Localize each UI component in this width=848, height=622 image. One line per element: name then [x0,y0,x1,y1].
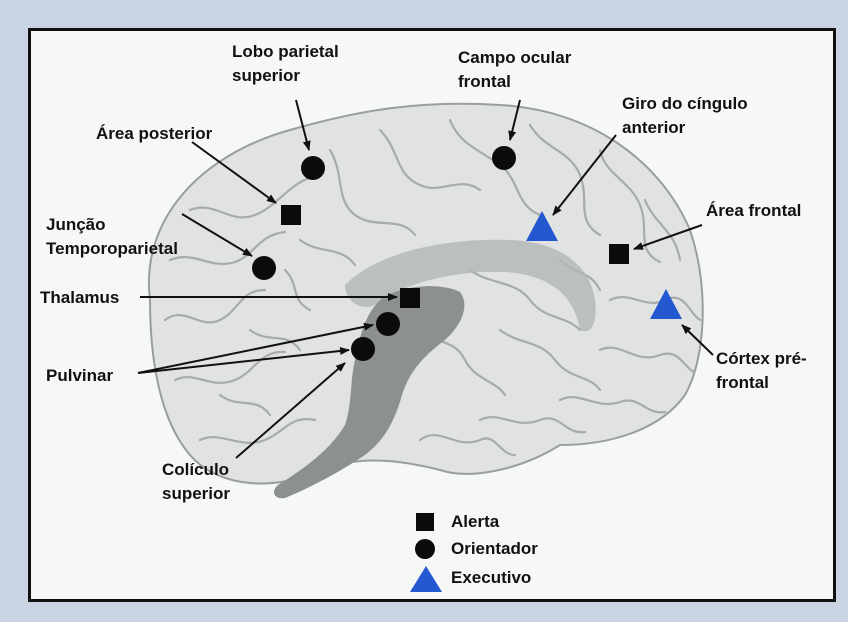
legend-circle-icon [415,539,435,559]
label-campo-ocular: Campo ocular frontal [458,46,571,94]
legend-square-icon [416,513,434,531]
label-lobo-parietal-line1: Lobo parietal [232,40,339,64]
alerting-marker-posterior [281,205,301,225]
label-coliculo: Colículo superior [162,458,230,506]
legend-alerta: Alerta [451,512,499,532]
label-juncao: Junção Temporoparietal [46,213,178,261]
alerting-marker-thalamus [400,288,420,308]
label-giro-cingulo: Giro do cíngulo anterior [622,92,748,140]
orienting-marker-frontal-eye [492,146,516,170]
label-campo-ocular-line1: Campo ocular [458,46,571,70]
legend-triangle-icon [410,566,442,592]
label-cortex-prefrontal-line2: frontal [716,371,807,395]
orienting-marker-parietal [301,156,325,180]
orienting-marker-colliculus [351,337,375,361]
label-area-frontal: Área frontal [706,199,801,223]
label-giro-cingulo-line1: Giro do cíngulo [622,92,748,116]
label-cortex-prefrontal: Córtex pré- frontal [716,347,807,395]
legend-symbols [410,513,442,592]
legend-orientador: Orientador [451,539,538,559]
label-lobo-parietal-line2: superior [232,64,339,88]
label-juncao-line1: Junção [46,213,178,237]
label-juncao-line2: Temporoparietal [46,237,178,261]
label-cortex-prefrontal-line1: Córtex pré- [716,347,807,371]
label-pulvinar: Pulvinar [46,364,113,388]
alerting-marker-frontal [609,244,629,264]
label-thalamus: Thalamus [40,286,119,310]
label-campo-ocular-line2: frontal [458,70,571,94]
label-area-posterior: Área posterior [96,122,212,146]
legend-executivo: Executivo [451,568,531,588]
orienting-marker-temporoparietal [252,256,276,280]
label-coliculo-line1: Colículo [162,458,230,482]
label-giro-cingulo-line2: anterior [622,116,748,140]
label-coliculo-line2: superior [162,482,230,506]
label-lobo-parietal: Lobo parietal superior [232,40,339,88]
orienting-marker-pulvinar [376,312,400,336]
